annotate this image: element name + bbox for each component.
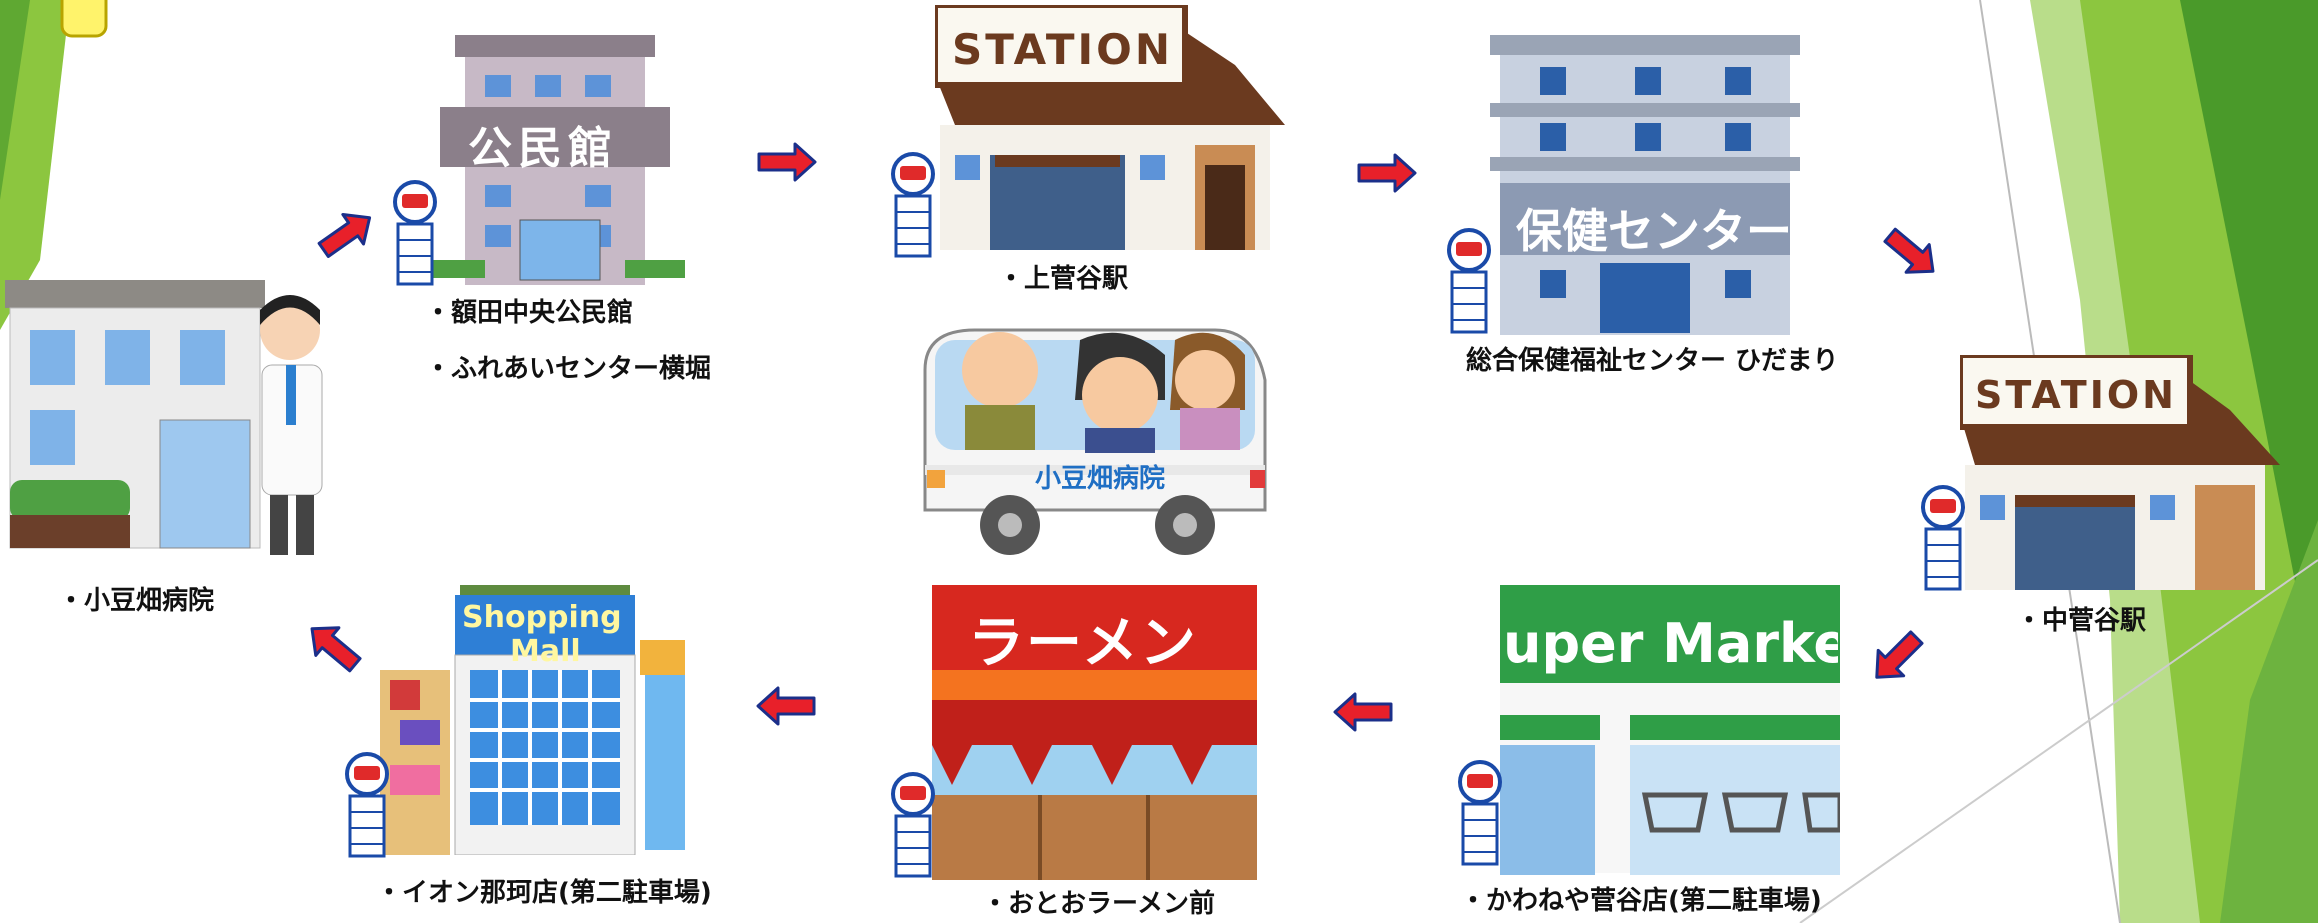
stop-label-ramen: ・おとおラーメン前 bbox=[982, 889, 1215, 919]
mall-sign-line2: Mall bbox=[510, 634, 581, 669]
stop-label-community-center-1: ・額田中央公民館 bbox=[425, 298, 634, 328]
health-center-illustration bbox=[1490, 35, 1800, 335]
bus-side-label: 小豆畑病院 bbox=[1035, 464, 1166, 494]
bus-illustration bbox=[923, 328, 1267, 555]
supermarket-illustration bbox=[1500, 585, 1840, 875]
health-center-sign-text: 保健センター bbox=[1516, 204, 1792, 258]
kamisugaya-station-illustration bbox=[935, 5, 1285, 250]
arrow-icon bbox=[1862, 623, 1931, 692]
arrow-icon bbox=[1333, 692, 1393, 732]
hospital-building-illustration bbox=[5, 280, 323, 555]
kominkan-sign-text: 公民館 bbox=[468, 123, 618, 174]
stop-label-mall: ・イオン那珂店(第二駐車場) bbox=[376, 878, 712, 908]
ramen-shop-illustration bbox=[932, 585, 1257, 880]
stop-label-health-center: 総合保健福祉センター ひだまり bbox=[1466, 346, 1839, 376]
bus-stop-icon bbox=[393, 180, 437, 286]
ramen-sign-text: ラーメン bbox=[968, 611, 1198, 676]
station-right-sign-text: STATION bbox=[1975, 373, 2177, 417]
bus-stop-icon bbox=[345, 752, 389, 858]
arrow-icon bbox=[757, 142, 817, 182]
arrow-icon bbox=[1357, 153, 1417, 193]
mall-sign-line1: Shopping bbox=[462, 600, 622, 635]
bus-stop-icon bbox=[891, 152, 935, 258]
nakasugaya-station-illustration bbox=[1960, 355, 2280, 590]
arrow-icon bbox=[756, 686, 816, 726]
bus-stop-icon bbox=[891, 772, 935, 878]
bus-stop-icon bbox=[1447, 228, 1491, 334]
shopping-mall-illustration bbox=[380, 585, 685, 855]
stop-label-community-center-2: ・ふれあいセンター横堀 bbox=[425, 354, 712, 384]
bus-stop-icon bbox=[1921, 485, 1965, 591]
stop-label-nakasugaya: ・中菅谷駅 bbox=[2016, 606, 2147, 636]
arrow-icon bbox=[311, 201, 382, 267]
community-center-illustration bbox=[425, 35, 685, 285]
stop-label-hospital: ・小豆畑病院 bbox=[58, 586, 215, 616]
supermarket-sign-text: uper Market bbox=[1503, 612, 1838, 675]
arrow-icon bbox=[298, 613, 368, 681]
bus-stop-icon bbox=[1458, 760, 1502, 866]
station-top-sign-text: STATION bbox=[952, 25, 1174, 74]
stop-label-kamisugaya: ・上菅谷駅 bbox=[998, 264, 1129, 294]
stop-label-supermarket: ・かわねや菅谷店(第二駐車場) bbox=[1460, 886, 1822, 916]
arrow-icon bbox=[1877, 219, 1947, 287]
